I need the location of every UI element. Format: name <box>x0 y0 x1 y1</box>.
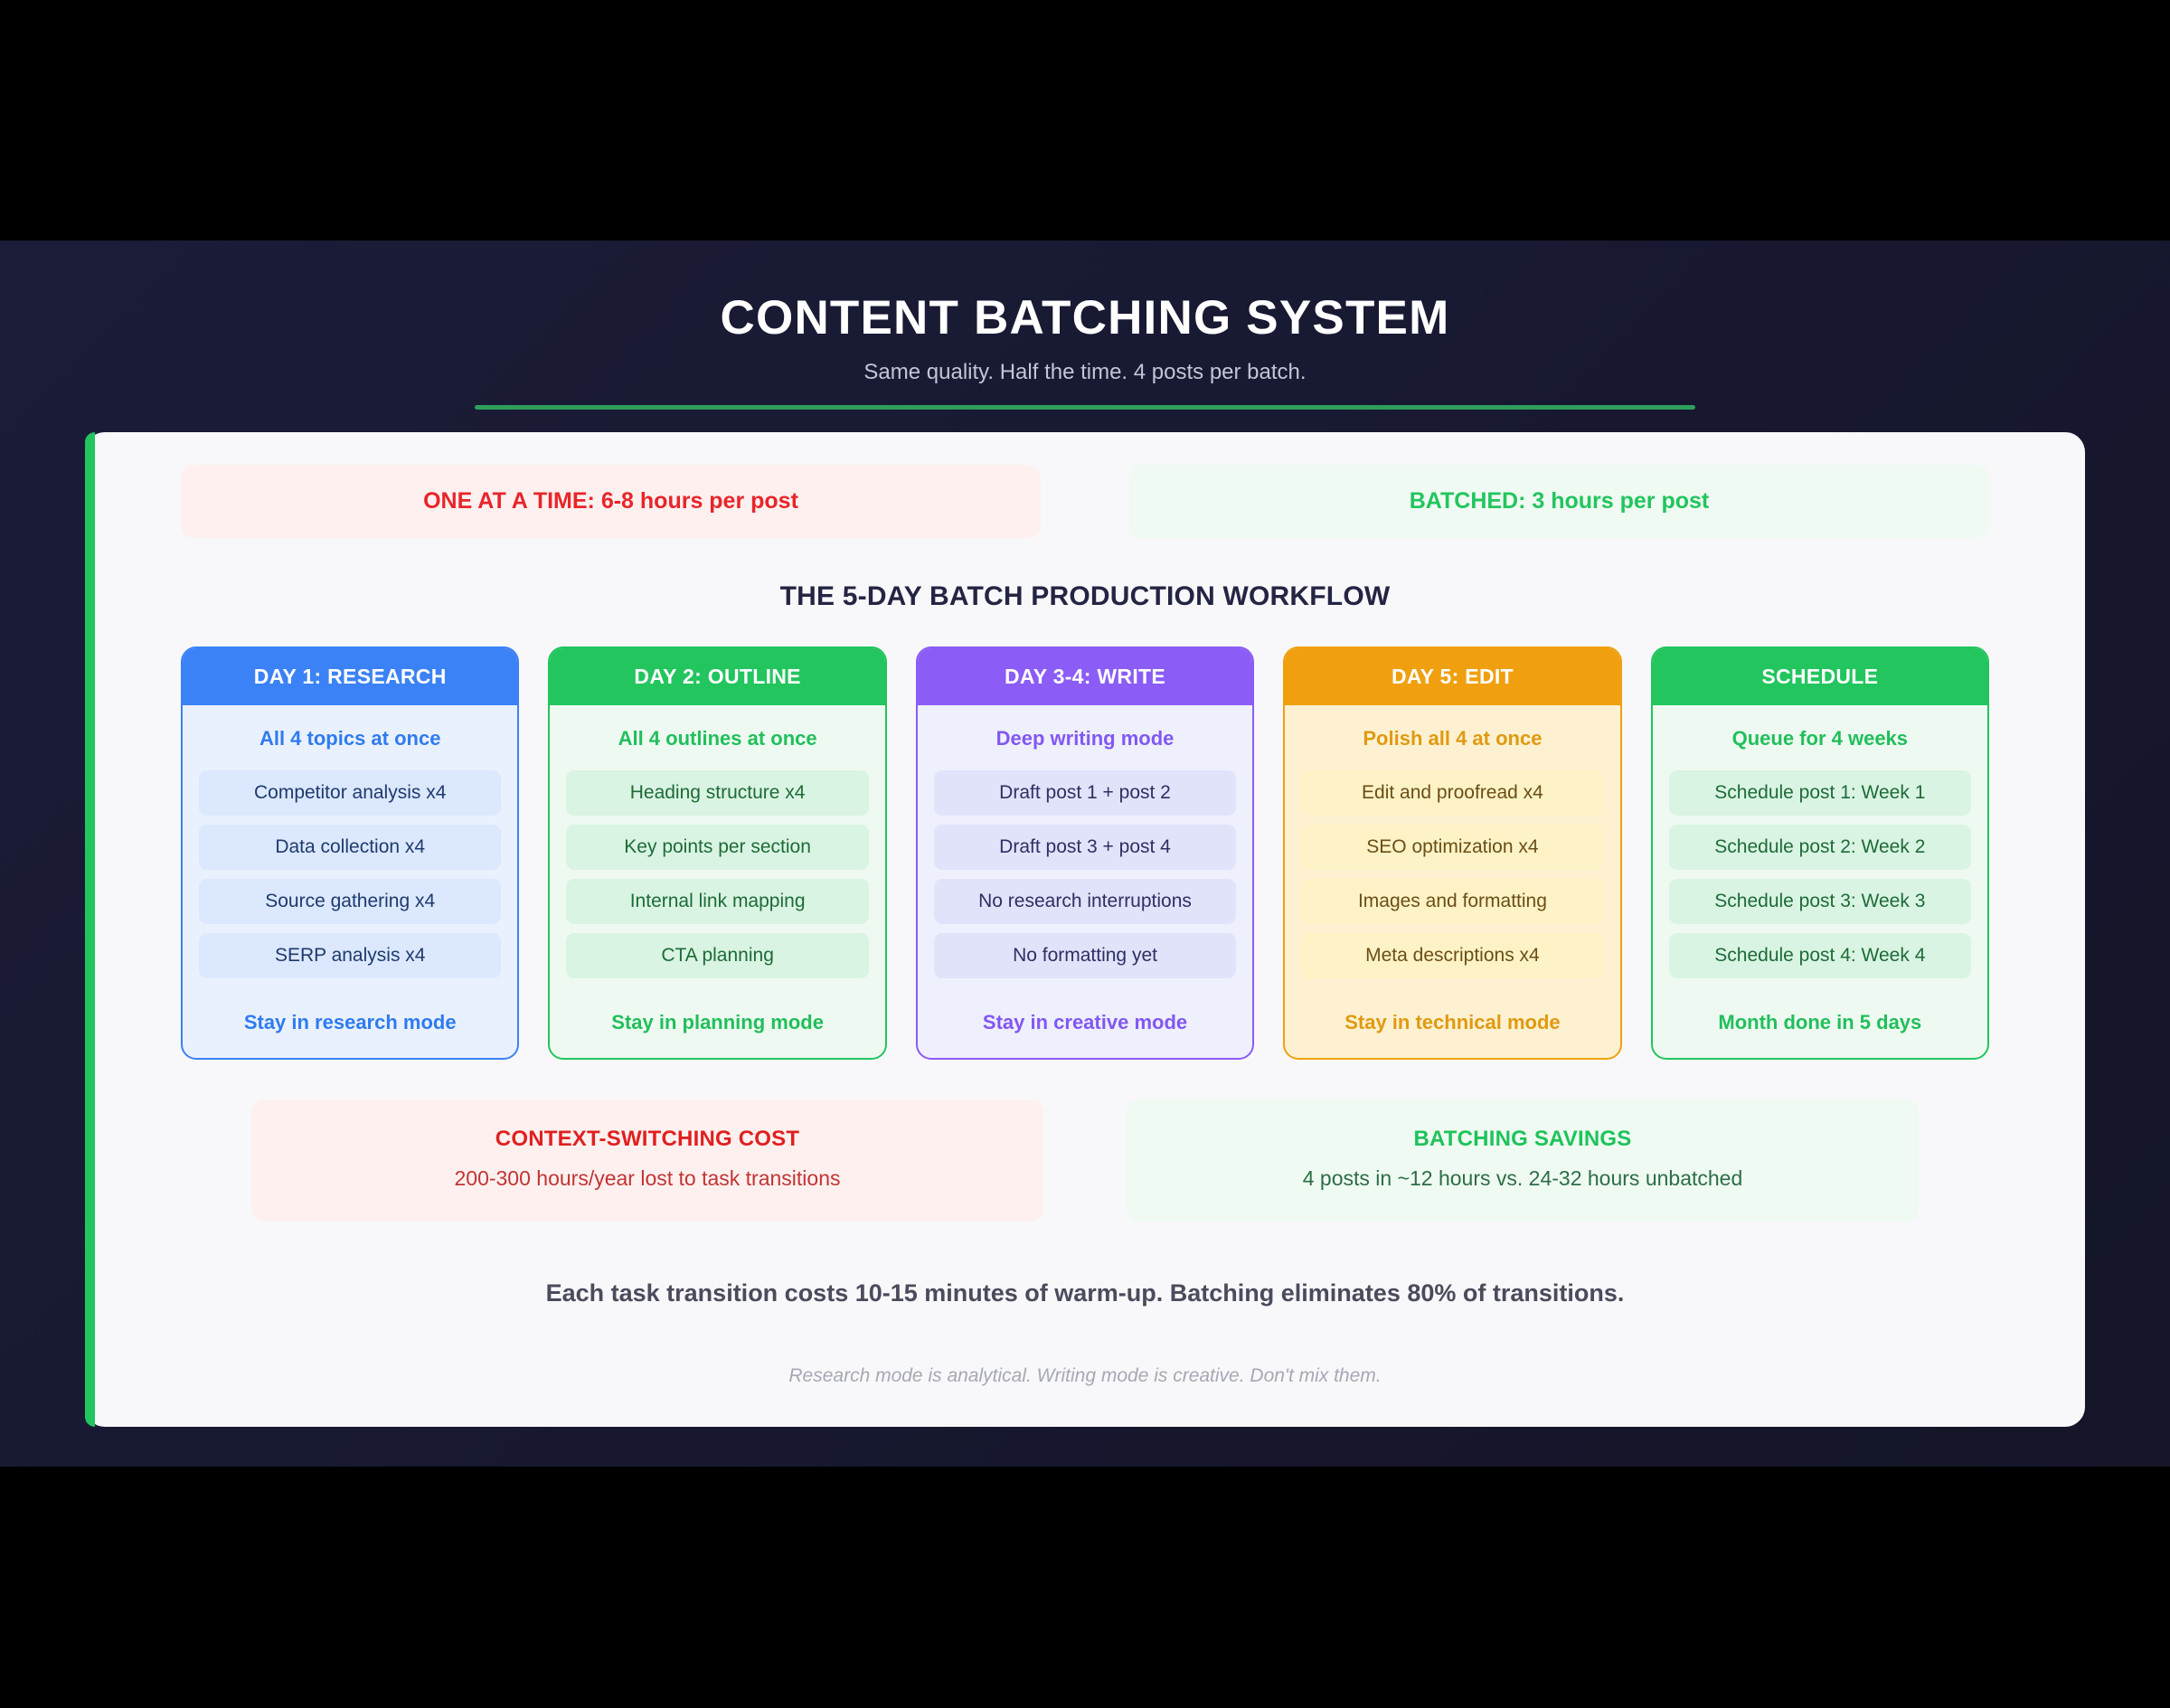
card-body-day34: Deep writing mode Draft post 1 + post 2 … <box>918 705 1252 1058</box>
task-item: SERP analysis x4 <box>199 932 502 978</box>
infographic-stage: CONTENT BATCHING SYSTEM Same quality. Ha… <box>0 241 2170 1467</box>
panel-accent-bar <box>85 431 95 1427</box>
task-item: Heading structure x4 <box>566 769 869 816</box>
metrics-row: CONTEXT-SWITCHING COST 200-300 hours/yea… <box>134 1099 2036 1222</box>
card-footer-schedule: Month done in 5 days <box>1718 1010 1922 1033</box>
card-lead-day2: All 4 outlines at once <box>618 726 817 750</box>
task-item: CTA planning <box>566 932 869 978</box>
task-item: Edit and proofread x4 <box>1301 769 1604 816</box>
card-body-schedule: Queue for 4 weeks Schedule post 1: Week … <box>1653 705 1987 1058</box>
task-item: No research interruptions <box>933 878 1237 924</box>
card-footer-day34: Stay in creative mode <box>982 1010 1188 1033</box>
task-item: No formatting yet <box>933 932 1237 978</box>
card-header-day2: DAY 2: OUTLINE <box>550 647 885 705</box>
workflow-card-schedule: SCHEDULE Queue for 4 weeks Schedule post… <box>1650 646 1990 1060</box>
card-body-day5: Polish all 4 at once Edit and proofread … <box>1285 705 1619 1058</box>
card-footer-day2: Stay in planning mode <box>611 1010 824 1033</box>
page-title: CONTENT BATCHING SYSTEM <box>720 291 1450 344</box>
task-item: Schedule post 2: Week 2 <box>1668 824 1972 870</box>
card-body-day2: All 4 outlines at once Heading structure… <box>550 705 884 1058</box>
card-lead-day1: All 4 topics at once <box>259 726 441 750</box>
metric-value: 200-300 hours/year lost to task transiti… <box>454 1165 841 1190</box>
task-item: Images and formatting <box>1301 878 1604 924</box>
card-lead-day34: Deep writing mode <box>995 726 1175 750</box>
task-item: Meta descriptions x4 <box>1301 932 1604 978</box>
task-item: SEO optimization x4 <box>1301 824 1604 870</box>
task-item: Source gathering x4 <box>199 878 502 924</box>
workflow-card-day5: DAY 5: EDIT Polish all 4 at once Edit an… <box>1283 646 1622 1060</box>
task-item: Competitor analysis x4 <box>199 769 502 816</box>
metric-value: 4 posts in ~12 hours vs. 24-32 hours unb… <box>1302 1165 1743 1190</box>
comparison-unbatched: ONE AT A TIME: 6-8 hours per post <box>181 464 1041 538</box>
card-footer-day5: Stay in technical mode <box>1344 1010 1561 1033</box>
metric-title: BATCHING SAVINGS <box>1413 1126 1632 1151</box>
main-panel: ONE AT A TIME: 6-8 hours per post BATCHE… <box>85 431 2085 1427</box>
card-lead-day5: Polish all 4 at once <box>1363 726 1543 750</box>
task-item: Data collection x4 <box>199 824 502 870</box>
task-item: Schedule post 3: Week 3 <box>1668 878 1972 924</box>
comparison-unbatched-label: ONE AT A TIME: 6-8 hours per post <box>423 487 798 514</box>
task-item: Draft post 1 + post 2 <box>933 769 1237 816</box>
task-item: Draft post 3 + post 4 <box>933 824 1237 870</box>
metric-title: CONTEXT-SWITCHING COST <box>495 1126 800 1151</box>
task-item: Schedule post 4: Week 4 <box>1668 932 1972 978</box>
card-body-day1: All 4 topics at once Competitor analysis… <box>183 705 517 1058</box>
metric-context-switching-cost: CONTEXT-SWITCHING COST 200-300 hours/yea… <box>251 1099 1043 1222</box>
card-lead-schedule: Queue for 4 weeks <box>1731 726 1909 750</box>
title-divider <box>475 404 1695 410</box>
closing-note: Research mode is analytical. Writing mod… <box>788 1364 1382 1386</box>
comparison-batched: BATCHED: 3 hours per post <box>1129 464 1989 538</box>
page-header: CONTENT BATCHING SYSTEM Same quality. Ha… <box>0 241 2170 410</box>
workflow-card-day2: DAY 2: OUTLINE All 4 outlines at once He… <box>548 646 887 1060</box>
insight-text: Each task transition costs 10-15 minutes… <box>545 1279 1625 1307</box>
metric-batching-savings: BATCHING SAVINGS 4 posts in ~12 hours vs… <box>1127 1099 1919 1222</box>
card-header-day5: DAY 5: EDIT <box>1285 647 1620 705</box>
card-header-day34: DAY 3-4: WRITE <box>917 647 1253 705</box>
card-header-day1: DAY 1: RESEARCH <box>183 647 518 705</box>
workflow-card-day1: DAY 1: RESEARCH All 4 topics at once Com… <box>181 646 520 1060</box>
task-item: Key points per section <box>566 824 869 870</box>
workflow-heading: THE 5-DAY BATCH PRODUCTION WORKFLOW <box>779 580 1391 611</box>
card-footer-day1: Stay in research mode <box>243 1010 457 1033</box>
comparison-row: ONE AT A TIME: 6-8 hours per post BATCHE… <box>134 464 2036 538</box>
workflow-card-row: DAY 1: RESEARCH All 4 topics at once Com… <box>134 646 2036 1060</box>
workflow-card-day34: DAY 3-4: WRITE Deep writing mode Draft p… <box>915 646 1255 1060</box>
page-subtitle: Same quality. Half the time. 4 posts per… <box>863 359 1307 384</box>
card-header-schedule: SCHEDULE <box>1652 647 1988 705</box>
task-item: Schedule post 1: Week 1 <box>1668 769 1972 816</box>
comparison-batched-label: BATCHED: 3 hours per post <box>1409 487 1710 514</box>
task-item: Internal link mapping <box>566 878 869 924</box>
